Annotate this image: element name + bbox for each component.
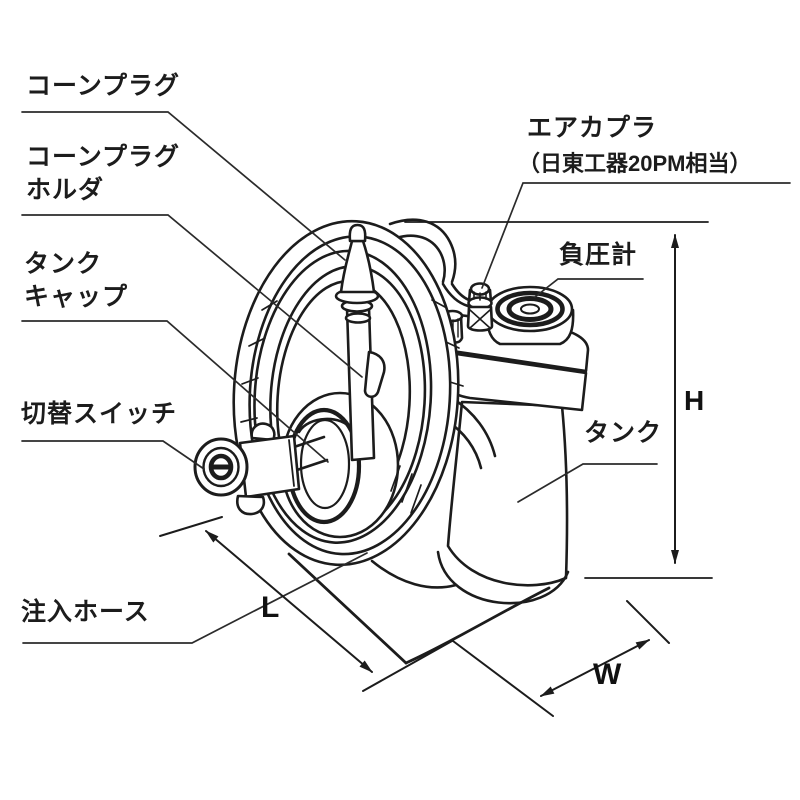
label-cone-plug-holder-line1: コーンプラグ xyxy=(26,143,181,171)
top-hose-drawing xyxy=(388,218,471,308)
leader-air-coupler xyxy=(481,182,791,289)
leader-tank xyxy=(517,463,658,503)
leader-selector-switch xyxy=(21,440,205,470)
vacuum-gauge-drawing xyxy=(485,285,575,346)
l-dimension-line xyxy=(205,530,373,673)
cone-plug-drawing xyxy=(334,223,380,313)
label-cone-plug-holder-line2: ホルダ xyxy=(26,176,105,204)
label-air-coupler: エアカプラ xyxy=(527,114,658,142)
label-tank-cap: タンク キャップ xyxy=(24,248,128,314)
leader-cone-plug xyxy=(21,111,346,261)
label-selector-switch: 切替スイッチ xyxy=(21,400,178,428)
l-extension-top xyxy=(159,516,223,537)
label-injection-hose: 注入ホース xyxy=(21,598,150,626)
label-tank-cap-line1: タンク xyxy=(24,250,103,278)
label-cone-plug: コーンプラグ xyxy=(26,72,181,100)
base-edge-right xyxy=(404,586,551,665)
air-coupler-drawing xyxy=(466,282,494,332)
w-extension-left xyxy=(452,640,554,717)
tank-body xyxy=(446,400,569,587)
cone-plug-holder-drawing xyxy=(344,306,386,462)
base-edge-left xyxy=(287,552,408,665)
label-tank-cap-line2: キャップ xyxy=(24,283,129,311)
w-extension-right xyxy=(626,600,670,644)
hose-bottom-run xyxy=(370,559,458,589)
label-air-coupler-note: （日東工器20PM相当） xyxy=(518,151,752,176)
label-tank: タンク xyxy=(584,419,663,447)
leader-vacuum-gauge xyxy=(534,278,644,298)
tank-pedestal xyxy=(436,550,570,605)
label-vacuum-gauge: 負圧計 xyxy=(559,241,638,269)
dimension-label-h: H xyxy=(684,385,705,416)
label-cone-plug-holder: コーンプラグ ホルダ xyxy=(26,141,180,207)
leader-cone-plug-holder xyxy=(21,214,363,378)
dimension-label-w: W xyxy=(593,658,622,691)
selector-switch-drawing xyxy=(193,422,329,516)
dimension-label-l: L xyxy=(261,591,280,624)
w-dimension-line xyxy=(540,639,650,697)
l-extension-bottom xyxy=(362,640,453,692)
leader-tank-cap xyxy=(21,320,329,463)
